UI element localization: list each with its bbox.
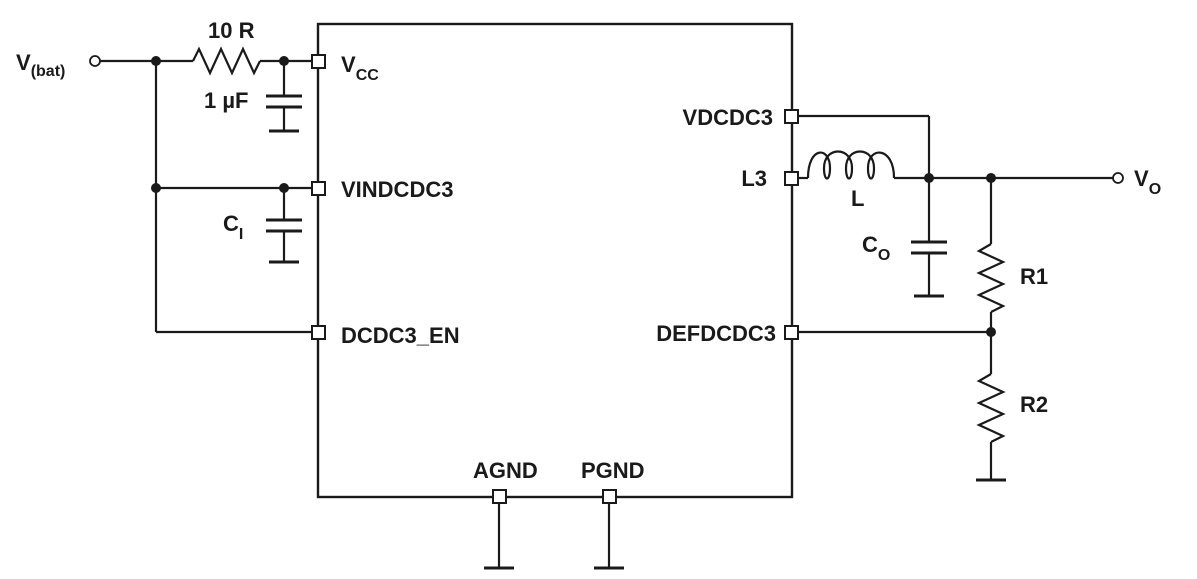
junction-dot [279, 56, 289, 66]
r2-label: R2 [1020, 392, 1048, 417]
pin-vindcdc3-label: VINDCDC3 [341, 177, 453, 202]
pin-vdcdc3 [784, 109, 799, 124]
resistor-10r-label: 10 R [208, 18, 255, 43]
pin-dcdc3-en-label: DCDC3_EN [341, 323, 460, 348]
cap-ci-label: CI [223, 211, 243, 243]
pin-vcc-label: VCC [341, 52, 379, 84]
ic-body [316, 22, 794, 499]
cap-co-label: CO [862, 232, 890, 264]
junction-dot [151, 56, 161, 66]
inductor-coil [806, 150, 896, 180]
pin-dcdc3-en [311, 325, 326, 340]
r1-label: R1 [1020, 264, 1048, 289]
pin-vcc [311, 54, 326, 69]
junction-dot [986, 173, 996, 183]
resistor-r1-zigzag [976, 243, 1006, 313]
vo-label: VO [1134, 166, 1161, 198]
vbat-label: V(bat) [16, 50, 65, 80]
pin-defdcdc3-label: DEFDCDC3 [656, 321, 776, 346]
pin-defdcdc3 [784, 325, 799, 340]
junction-dot [986, 327, 996, 337]
resistor-r2-zigzag [976, 373, 1006, 443]
inductor-label: L [851, 186, 864, 211]
vbat-terminal [89, 55, 101, 67]
vo-terminal [1112, 172, 1124, 184]
pin-l3-label: L3 [741, 166, 767, 191]
junction-dot [151, 183, 161, 193]
pin-agnd-label: AGND [473, 458, 538, 483]
resistor-10r-zigzag [192, 46, 261, 76]
junction-dot [924, 173, 934, 183]
pin-vindcdc3 [311, 181, 326, 196]
cap-1uf-label: 1 µF [204, 88, 248, 113]
pin-agnd [492, 489, 507, 504]
pin-pgnd-label: PGND [581, 458, 645, 483]
pin-l3 [784, 171, 799, 186]
junction-dot [279, 183, 289, 193]
pin-vdcdc3-label: VDCDC3 [683, 105, 773, 130]
pin-pgnd [602, 489, 617, 504]
